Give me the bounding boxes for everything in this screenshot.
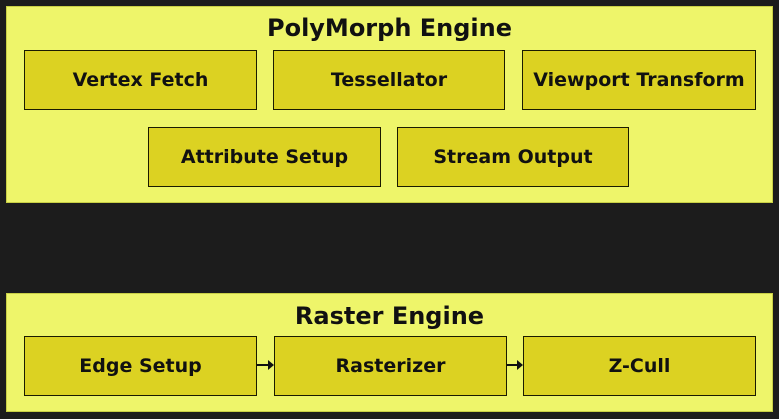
tessellator-block: Tessellator xyxy=(273,50,505,110)
stream-output-block: Stream Output xyxy=(397,127,629,187)
raster-engine-panel: Raster Engine Edge Setup Rasterizer Z-Cu… xyxy=(6,293,773,412)
raster-engine-title: Raster Engine xyxy=(294,302,485,330)
viewport-transform-block: Viewport Transform xyxy=(522,50,756,110)
z-cull-block: Z-Cull xyxy=(523,336,756,396)
edge-setup-block: Edge Setup xyxy=(24,336,257,396)
arrow-rasterizer-to-zcull xyxy=(507,360,523,370)
attribute-setup-block: Attribute Setup xyxy=(148,127,381,187)
polymorph-engine-title: PolyMorph Engine xyxy=(266,14,513,42)
rasterizer-block: Rasterizer xyxy=(274,336,507,396)
arrow-edge-to-rasterizer xyxy=(257,360,274,370)
vertex-fetch-block: Vertex Fetch xyxy=(24,50,257,110)
polymorph-engine-panel: PolyMorph Engine Vertex Fetch Tessellato… xyxy=(6,6,773,203)
